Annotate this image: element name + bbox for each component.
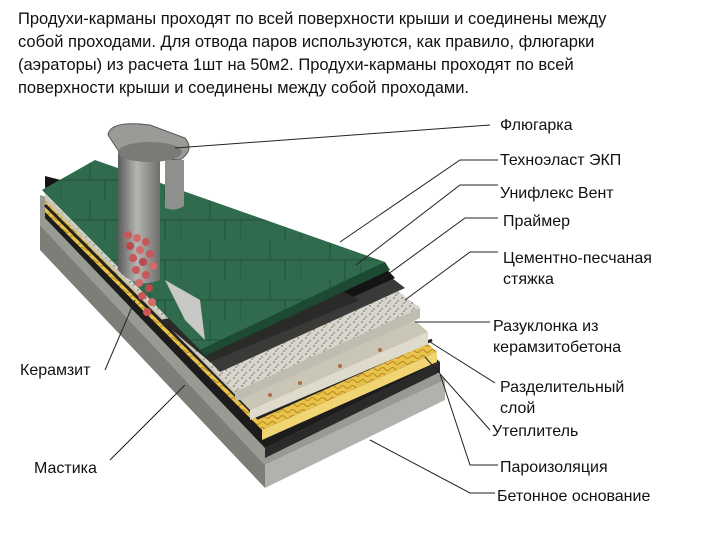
leader-flyugarka <box>175 125 490 148</box>
leader-vapor <box>438 368 498 465</box>
label-screed: Цементно-песчаная стяжка <box>503 248 652 290</box>
leader-technoelast <box>340 160 498 242</box>
label-technoelast: Техноэласт ЭКП <box>500 151 621 171</box>
label-insulation: Утеплитель <box>492 422 578 442</box>
label-mastika: Мастика <box>34 459 97 479</box>
label-flyugarka: Флюгарка <box>500 116 573 136</box>
label-screed-line1: Цементно-песчаная <box>503 248 652 269</box>
leader-concrete <box>370 440 495 493</box>
label-screed-line2: стяжка <box>503 269 652 290</box>
label-slope-line1: Разуклонка из <box>493 316 621 337</box>
label-slope-line2: керамзитобетона <box>493 337 621 358</box>
leader-primer <box>380 218 498 280</box>
label-separating-line2: слой <box>500 398 624 419</box>
label-vapor: Пароизоляция <box>500 458 608 478</box>
label-slope: Разуклонка из керамзитобетона <box>493 316 621 358</box>
label-uniflex: Унифлекс Вент <box>500 184 614 204</box>
leader-uniflex <box>356 185 498 265</box>
label-separating: Разделительный слой <box>500 377 624 419</box>
leader-screed <box>405 252 498 300</box>
label-keramzit: Керамзит <box>20 361 90 381</box>
label-concrete: Бетонное основание <box>497 487 650 507</box>
leader-mastika <box>110 385 185 460</box>
label-primer: Праймер <box>503 212 570 232</box>
label-separating-line1: Разделительный <box>500 377 624 398</box>
